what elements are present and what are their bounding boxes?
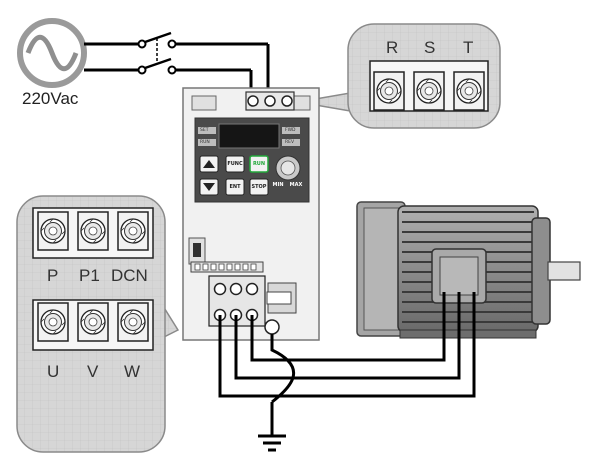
terminal-label-u: U: [47, 362, 60, 381]
terminal-label-r: R: [386, 38, 399, 57]
max-label: MAX: [289, 182, 303, 188]
motor-output-wires: [218, 292, 476, 436]
switch-icon: [84, 31, 270, 100]
terminal-label-p: P: [47, 266, 59, 285]
terminal-label-v: V: [87, 362, 99, 381]
keypad-label-fwd: FWD: [285, 128, 296, 133]
run-key: RUN: [252, 161, 266, 167]
terminal-label-t: T: [463, 38, 474, 57]
rst-zoom-bubble: [297, 23, 501, 129]
keypad-label-set: SET: [200, 128, 209, 133]
terminal-label-s: S: [424, 38, 436, 57]
keypad-label-rev: REV: [285, 140, 295, 145]
inverter-icon: [182, 87, 320, 341]
min-label: MIN: [272, 182, 284, 188]
ac-source-icon: [17, 18, 87, 88]
terminal-label-dcn: DCN: [111, 266, 148, 285]
dc-uvw-zoom-bubble: [16, 195, 180, 453]
ent-key: ENT: [229, 184, 241, 190]
terminal-label-w: W: [124, 362, 141, 381]
motor-icon: [356, 201, 581, 339]
ground-icon: [258, 434, 286, 452]
func-key: FUNC: [227, 161, 243, 167]
keypad-label-run-led: RUN: [200, 140, 210, 145]
terminal-label-p1: P1: [79, 266, 100, 285]
stop-key: STOP: [251, 184, 267, 190]
source-label: 220Vac: [22, 89, 79, 108]
